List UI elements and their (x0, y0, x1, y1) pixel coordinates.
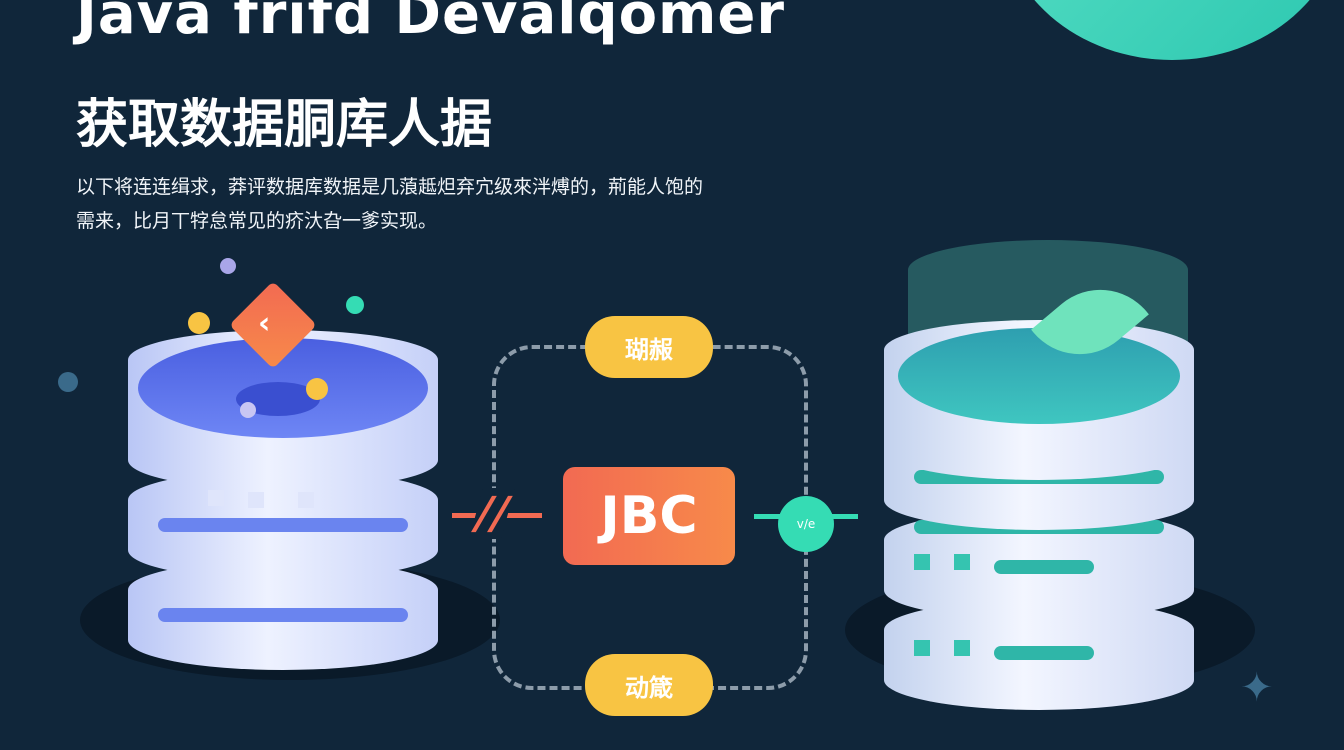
sparkle-icon: ✦ (1240, 665, 1274, 711)
dot (346, 296, 364, 314)
right-badge: v/e (778, 496, 834, 552)
page-title: Java frifd Devalqomer (76, 0, 785, 47)
decorative-blob (1000, 0, 1344, 60)
dot (220, 258, 236, 274)
bottom-label-pill: 动箴 (585, 654, 713, 716)
dot (58, 372, 78, 392)
description-line-2: 需来，比月丅牸怠常见的疥汏旮一爹实现。 (76, 210, 438, 232)
jdbc-box: JBC (563, 467, 735, 565)
dot (188, 312, 210, 334)
left-database-icon (128, 330, 438, 710)
arrow-glyph: ‹ (258, 306, 271, 341)
description-line-1: 以下将连连缉求，莽评数据库数据是几蒗趆炟弃宂级來泮煿的，荊能人饱的 (76, 176, 704, 198)
page-subtitle: 获取数据胴库人据 (76, 95, 493, 155)
top-label-pill: 瑚赧 (585, 316, 713, 378)
